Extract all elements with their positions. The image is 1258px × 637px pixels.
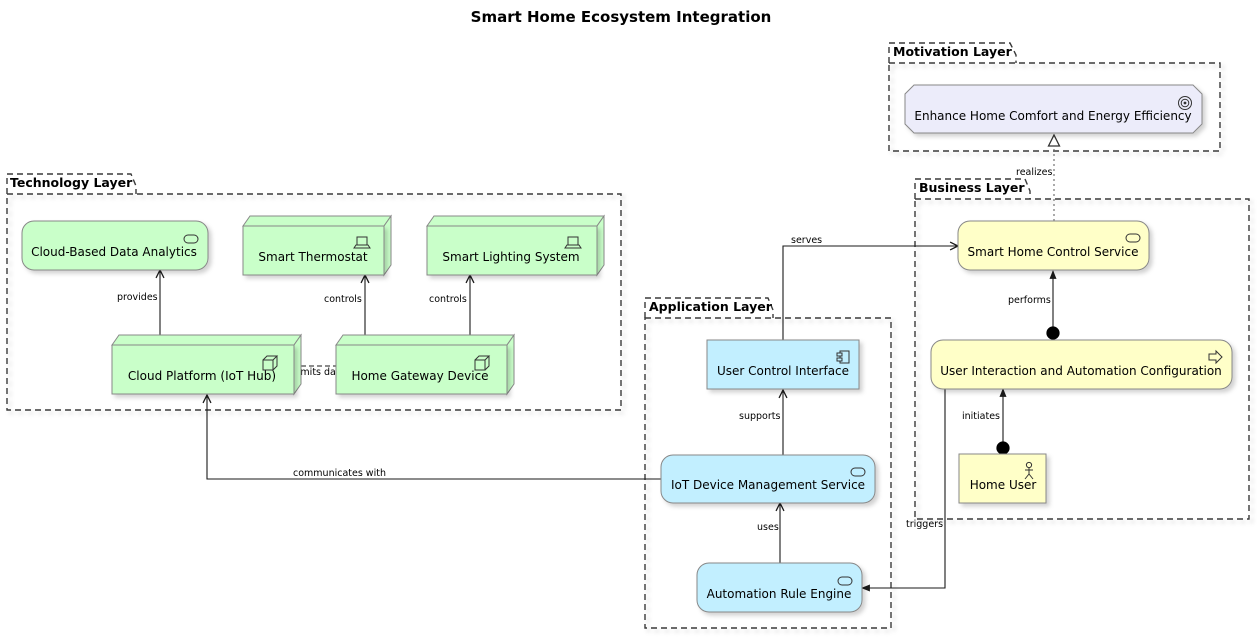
application-function-icon — [837, 576, 853, 586]
edge-controls-thermostat: controls — [324, 275, 365, 336]
node-home-gateway[interactable]: Home Gateway Device — [335, 333, 515, 396]
node-cloud-platform[interactable]: Cloud Platform (IoT Hub) — [111, 333, 302, 396]
edge-communicates: communicates with — [207, 395, 661, 480]
node-automation-engine[interactable]: Automation Rule Engine — [696, 562, 863, 613]
component-icon — [836, 350, 850, 364]
node-cloud-platform-label: Cloud Platform (IoT Hub) — [128, 369, 276, 383]
node-goal[interactable]: Enhance Home Comfort and Energy Efficien… — [904, 84, 1203, 134]
node-user-interaction-label: User Interaction and Automation Configur… — [940, 364, 1222, 378]
node-user-interaction[interactable]: User Interaction and Automation Configur… — [930, 339, 1233, 390]
service-icon — [1125, 233, 1141, 243]
business-layer-label: Business Layer — [919, 180, 1025, 195]
edge-label-serves: serves — [791, 235, 822, 246]
edge-label-transmits: transmits data to — [276, 367, 358, 378]
application-layer-group: Application Layer — [644, 297, 892, 629]
process-arrow-icon — [1208, 349, 1223, 365]
edge-label-provides: provides — [117, 292, 158, 303]
edge-uses: uses — [757, 503, 780, 563]
application-service-icon — [850, 467, 866, 477]
node-automation-engine-label: Automation Rule Engine — [707, 587, 852, 601]
node-user-control-interface-label: User Control Interface — [717, 364, 849, 378]
node-cloud-analytics[interactable]: Cloud-Based Data Analytics — [21, 220, 209, 271]
node-smart-lighting-label: Smart Lighting System — [442, 250, 579, 264]
node-cloud-analytics-label: Cloud-Based Data Analytics — [31, 245, 197, 259]
edge-label-initiates: initiates — [962, 411, 1000, 422]
business-layer-group: Business Layer — [914, 178, 1250, 520]
node-home-user[interactable]: Home User — [958, 453, 1047, 504]
node-cube-icon — [262, 355, 279, 371]
node-smart-thermostat-label: Smart Thermostat — [258, 250, 367, 264]
actor-icon — [1024, 461, 1034, 480]
edge-label-triggers: triggers — [906, 519, 943, 530]
application-layer-label: Application Layer — [649, 299, 773, 314]
motivation-layer-label: Motivation Layer — [893, 44, 1013, 59]
edge-provides: provides — [117, 270, 160, 336]
node-goal-label: Enhance Home Comfort and Energy Efficien… — [914, 109, 1191, 123]
node-user-control-interface[interactable]: User Control Interface — [706, 339, 860, 390]
edge-initiates: initiates — [962, 388, 1010, 455]
node-iot-device-management-label: IoT Device Management Service — [671, 478, 865, 492]
edge-serves: serves — [782, 235, 958, 340]
node-iot-device-management[interactable]: IoT Device Management Service — [660, 454, 876, 504]
edge-label-uses: uses — [757, 522, 779, 533]
edge-label-realizes: realizes — [1016, 167, 1052, 178]
edge-label-controls-thermostat: controls — [324, 294, 362, 305]
technology-layer-group: Technology Layer — [6, 173, 622, 411]
edge-label-communicates: communicates with — [293, 468, 386, 479]
node-smart-lighting[interactable]: Smart Lighting System — [426, 214, 605, 277]
edge-label-performs: performs — [1008, 295, 1051, 306]
motivation-layer-group: Motivation Layer — [888, 42, 1221, 152]
node-smart-home-control-service-label: Smart Home Control Service — [968, 245, 1139, 259]
node-smart-home-control-service[interactable]: Smart Home Control Service — [957, 220, 1150, 271]
edge-supports: supports — [739, 390, 783, 455]
edge-performs: performs — [1008, 270, 1060, 340]
diagram-title: Smart Home Ecosystem Integration — [471, 8, 772, 26]
edge-label-controls-lighting: controls — [429, 294, 467, 305]
edge-label-supports: supports — [739, 411, 780, 422]
edge-controls-lighting: controls — [429, 275, 470, 336]
edge-triggers: triggers — [861, 389, 946, 592]
node-cube-icon — [474, 355, 491, 371]
node-home-gateway-label: Home Gateway Device — [351, 369, 488, 383]
technology-service-icon — [183, 234, 199, 244]
node-smart-thermostat[interactable]: Smart Thermostat — [242, 214, 392, 277]
device-icon — [353, 236, 371, 249]
node-home-user-label: Home User — [970, 478, 1037, 492]
device-icon — [564, 236, 582, 249]
goal-target-icon — [1178, 96, 1192, 110]
edge-realizes: realizes — [1016, 135, 1054, 221]
technology-layer-label: Technology Layer — [10, 175, 133, 190]
